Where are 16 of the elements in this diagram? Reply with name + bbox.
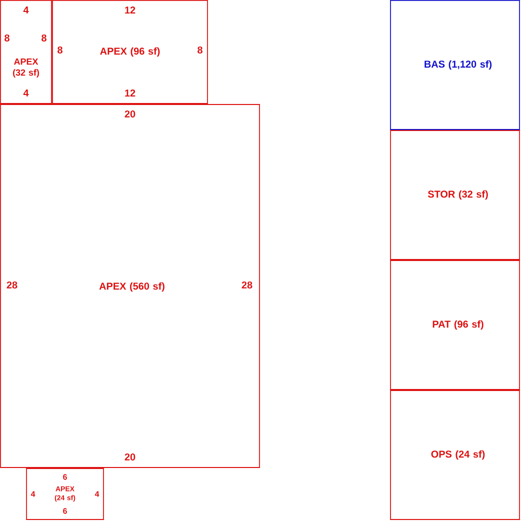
dimension-label: 20 xyxy=(124,453,136,461)
dimension-label: 28 xyxy=(6,281,18,289)
dimension-label: 4 xyxy=(23,6,29,14)
dimension-label: 8 xyxy=(42,34,46,42)
room-box: OPS (24 sf) xyxy=(390,390,520,520)
dimension-label: 28 xyxy=(242,281,252,289)
room-box: PAT (96 sf) xyxy=(390,260,520,390)
dimension-label: 4 xyxy=(23,90,29,96)
dimension-label: 8 xyxy=(198,46,202,54)
room-box: BAS (1,120 sf) xyxy=(390,0,520,130)
room-box: STOR (32 sf) xyxy=(390,130,520,260)
dimension-label: 8 xyxy=(4,34,10,42)
dimension-label: 20 xyxy=(124,110,136,118)
dimension-label: 12 xyxy=(125,90,136,96)
dimension-label: 8 xyxy=(58,46,62,54)
dimension-label: 12 xyxy=(125,6,136,14)
